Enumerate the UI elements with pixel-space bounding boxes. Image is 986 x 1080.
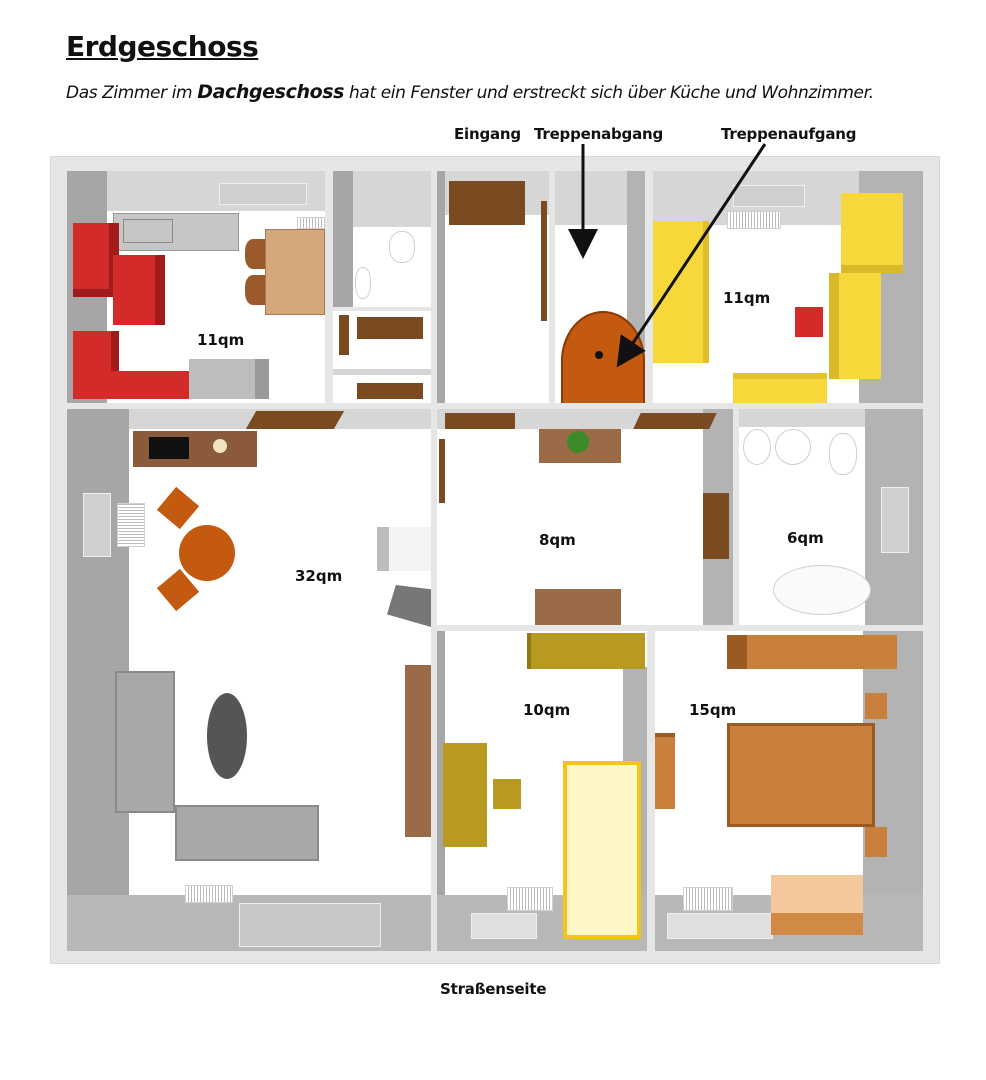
sink-icon [355, 267, 371, 299]
window [471, 913, 537, 939]
plant-decor [213, 439, 227, 453]
label-stairs-down: Treppenabgang [534, 125, 664, 143]
wardrobe [727, 635, 897, 669]
sink-icon [743, 429, 771, 465]
plant [567, 431, 589, 453]
radiator [117, 503, 145, 547]
sink-icon [775, 429, 811, 465]
label-stairs-up: Treppenaufgang [721, 125, 857, 143]
room-area-label: 8qm [539, 531, 576, 549]
room-wc [333, 171, 431, 307]
kitchen-appliance [189, 359, 269, 399]
door [357, 383, 423, 399]
window [83, 493, 111, 557]
door [445, 413, 515, 429]
chest [771, 875, 863, 935]
door [703, 493, 729, 559]
double-bed [727, 723, 875, 827]
door [357, 317, 423, 339]
floor-plan: 11qm 11qm [50, 156, 940, 964]
room-kitchen: 11qm [67, 171, 325, 403]
kitchen-cabinet-red [73, 371, 189, 399]
room-area-label: 11qm [197, 331, 245, 349]
wall [333, 369, 431, 375]
window [239, 903, 381, 947]
label-entrance: Eingang [454, 125, 521, 143]
sofa [175, 805, 319, 861]
tv-wall-unit [405, 665, 431, 837]
room-hall: 8qm [437, 409, 733, 625]
chair [245, 275, 265, 305]
dresser [655, 733, 675, 809]
room-living: 32qm [67, 409, 431, 951]
stair-pole [595, 351, 603, 359]
entrance-door [449, 181, 525, 225]
chair-red [795, 307, 823, 337]
nightstand [865, 827, 887, 857]
room-area-label: 11qm [723, 289, 771, 307]
bathtub-icon [773, 565, 871, 615]
wall [333, 171, 353, 307]
wardrobe-yellow [841, 193, 903, 273]
room-area-label: 32qm [295, 567, 343, 585]
room-area-label: 10qm [523, 701, 571, 719]
cabinet [377, 527, 431, 571]
window [219, 183, 307, 205]
radiator [185, 885, 233, 903]
kitchen-cabinet-red [73, 331, 119, 371]
sofa [115, 671, 175, 813]
toilet-icon [389, 231, 415, 263]
round-table [179, 525, 235, 581]
room-area-label: 15qm [689, 701, 737, 719]
room-area-label: 6qm [787, 529, 824, 547]
subtitle-emphasis: Dachgeschoss [197, 81, 345, 103]
desk-yellow [733, 373, 827, 403]
room-bathroom: 6qm [739, 409, 923, 625]
wall [437, 631, 445, 951]
room-child: 10qm [437, 631, 647, 951]
door [439, 439, 445, 503]
sink-icon [123, 219, 173, 243]
page-title: Erdgeschoss [66, 30, 259, 63]
shelf-olive [527, 633, 645, 669]
arrow-stairs-up [616, 143, 767, 368]
room-top-right: 11qm [653, 171, 923, 403]
coffee-table [207, 693, 247, 779]
radiator [683, 887, 733, 911]
window [733, 185, 805, 207]
chair-olive [493, 779, 521, 809]
door [541, 201, 547, 321]
window [881, 487, 909, 553]
shelf-yellow [829, 273, 881, 379]
room-closet [333, 311, 431, 403]
door [339, 315, 349, 355]
bed-yellow [563, 761, 641, 939]
room-bedroom: 15qm [655, 631, 923, 951]
wall [437, 171, 445, 403]
tv [149, 437, 189, 459]
radiator [727, 211, 781, 229]
radiator [297, 217, 325, 229]
toilet-icon [829, 433, 857, 475]
dining-table [265, 229, 325, 315]
room-entrance [437, 171, 549, 403]
bench [535, 589, 621, 625]
kitchen-cabinet-red [113, 255, 165, 325]
nightstand [865, 693, 887, 719]
window [667, 913, 773, 939]
kitchen-cabinet-red [73, 223, 119, 297]
desk-olive [443, 743, 487, 847]
label-street-side: Straßenseite [440, 980, 547, 998]
radiator [507, 887, 553, 911]
chair [245, 239, 265, 269]
page-subtitle: Das Zimmer im Dachgeschoss hat ein Fenst… [66, 81, 874, 103]
